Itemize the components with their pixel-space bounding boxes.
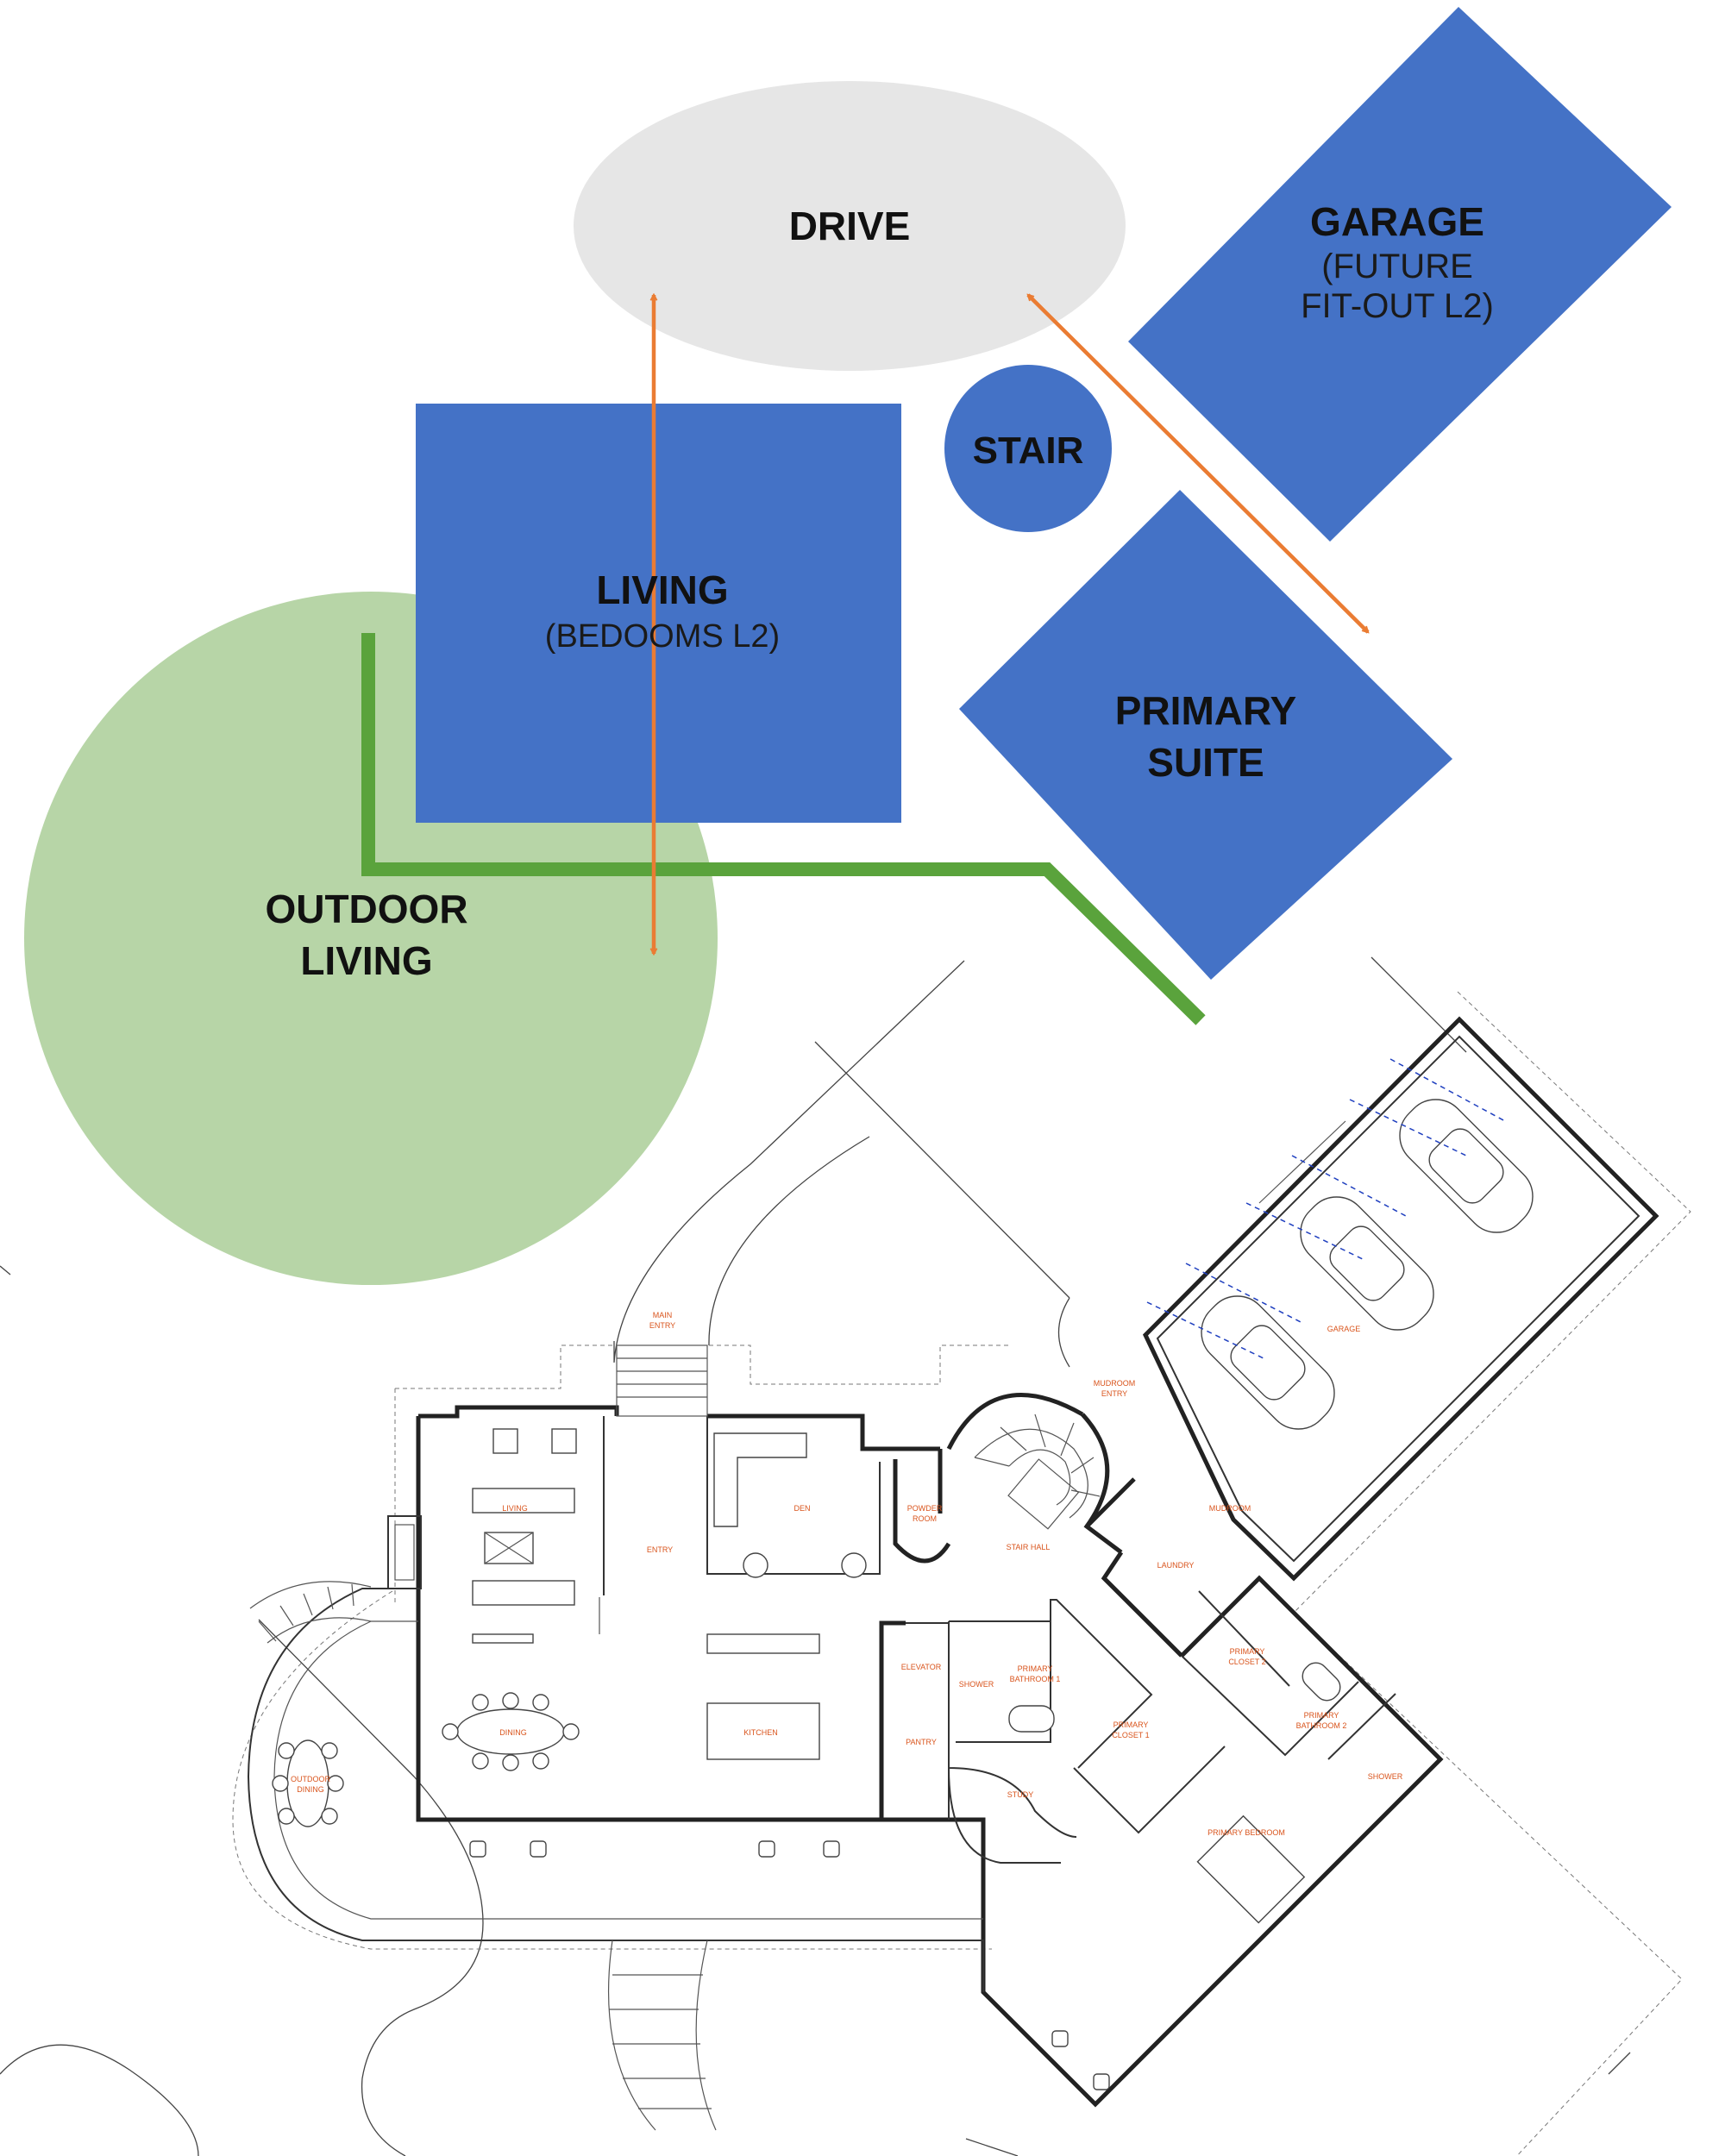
- primary-suite-label-line-2: SUITE: [1147, 740, 1264, 785]
- room-label-entry: ENTRY: [647, 1545, 673, 1554]
- primary-suite-zone: [959, 490, 1452, 980]
- room-label-shower-1: SHOWER: [959, 1680, 994, 1689]
- room-label-primary-bathroom-1-line-1: PRIMARY: [1018, 1664, 1053, 1673]
- garage-subtitle-line-2: FIT-OUT L2): [1301, 287, 1494, 325]
- garage-subtitle-line-1: (FUTURE: [1321, 248, 1473, 285]
- room-label-mudroom-entry-line-2: ENTRY: [1101, 1389, 1127, 1398]
- room-label-powder-room-line-1: POWDER: [907, 1504, 943, 1513]
- outdoor-living-label-line-2: LIVING: [300, 938, 432, 983]
- primary-suite-label-line-1: PRIMARY: [1115, 688, 1296, 733]
- room-label-elevator: ELEVATOR: [901, 1663, 942, 1671]
- living-label: LIVING: [596, 567, 728, 612]
- bubble-diagram: DRIVE GARAGE (FUTURE FIT-OUT L2) STAIR L…: [24, 7, 1672, 1285]
- room-label-primary-bedroom: PRIMARY BEDROOM: [1208, 1828, 1285, 1837]
- living-zone: [416, 404, 901, 823]
- room-label-mudroom: MUDROOM: [1209, 1504, 1251, 1513]
- drive-label: DRIVE: [789, 204, 911, 248]
- stair-label: STAIR: [973, 429, 1084, 472]
- drive-primary-suite-arrow: [1028, 295, 1368, 632]
- room-label-kitchen: KITCHEN: [743, 1728, 778, 1737]
- outdoor-living-label-line-1: OUTDOOR: [265, 887, 467, 931]
- room-label-powder-room-line-2: ROOM: [913, 1514, 937, 1523]
- living-subtitle: (BEDOOMS L2): [545, 618, 780, 655]
- room-label-primary-bathroom-2-line-1: PRIMARY: [1304, 1711, 1339, 1720]
- garage-cars: [1146, 1058, 1534, 1430]
- room-label-study: STUDY: [1007, 1790, 1034, 1799]
- room-label-primary-bathroom-2-line-2: BATHROOM 2: [1296, 1721, 1347, 1730]
- floor-plan-furniture: [272, 1428, 1341, 2090]
- room-label-main-entry-line-2: ENTRY: [649, 1321, 675, 1330]
- room-label-primary-closet-2-line-1: PRIMARY: [1230, 1647, 1265, 1656]
- room-label-stair-hall: STAIR HALL: [1007, 1543, 1051, 1551]
- floor-plan: MAIN ENTRY GARAGE MUDROOM ENTRY LIVING E…: [0, 956, 1691, 2156]
- spiral-stair: [974, 1413, 1101, 1530]
- room-label-den: DEN: [794, 1504, 810, 1513]
- room-label-primary-closet-1-line-2: CLOSET 1: [1112, 1731, 1149, 1739]
- room-label-shower-2: SHOWER: [1368, 1772, 1403, 1781]
- main-house-walls: [387, 1344, 1444, 2108]
- room-label-primary-bathroom-1-line-2: BATHROOM 1: [1010, 1675, 1061, 1683]
- room-label-dining: DINING: [499, 1728, 527, 1737]
- garage-label: GARAGE: [1310, 199, 1484, 244]
- drive-zone: [574, 81, 1126, 371]
- room-label-main-entry-line-1: MAIN: [653, 1311, 673, 1319]
- room-label-living: LIVING: [502, 1504, 528, 1513]
- floor-plan-room-labels: MAIN ENTRY GARAGE MUDROOM ENTRY LIVING E…: [291, 1311, 1403, 1837]
- room-label-primary-closet-1-line-1: PRIMARY: [1113, 1720, 1149, 1729]
- garage-block: [1142, 1016, 1659, 1582]
- room-label-garage: GARAGE: [1327, 1325, 1361, 1333]
- room-label-primary-closet-2-line-2: CLOSET 2: [1228, 1658, 1265, 1666]
- outdoor-path-line: [361, 633, 1206, 1025]
- outdoor-terrace: [247, 1581, 984, 2131]
- room-label-outdoor-dining-line-1: OUTDOOR: [291, 1775, 330, 1783]
- room-label-laundry: LAUNDRY: [1157, 1561, 1195, 1570]
- room-label-mudroom-entry-line-1: MUDROOM: [1094, 1379, 1136, 1388]
- room-label-pantry: PANTRY: [906, 1738, 937, 1746]
- room-label-outdoor-dining-line-2: DINING: [297, 1785, 324, 1794]
